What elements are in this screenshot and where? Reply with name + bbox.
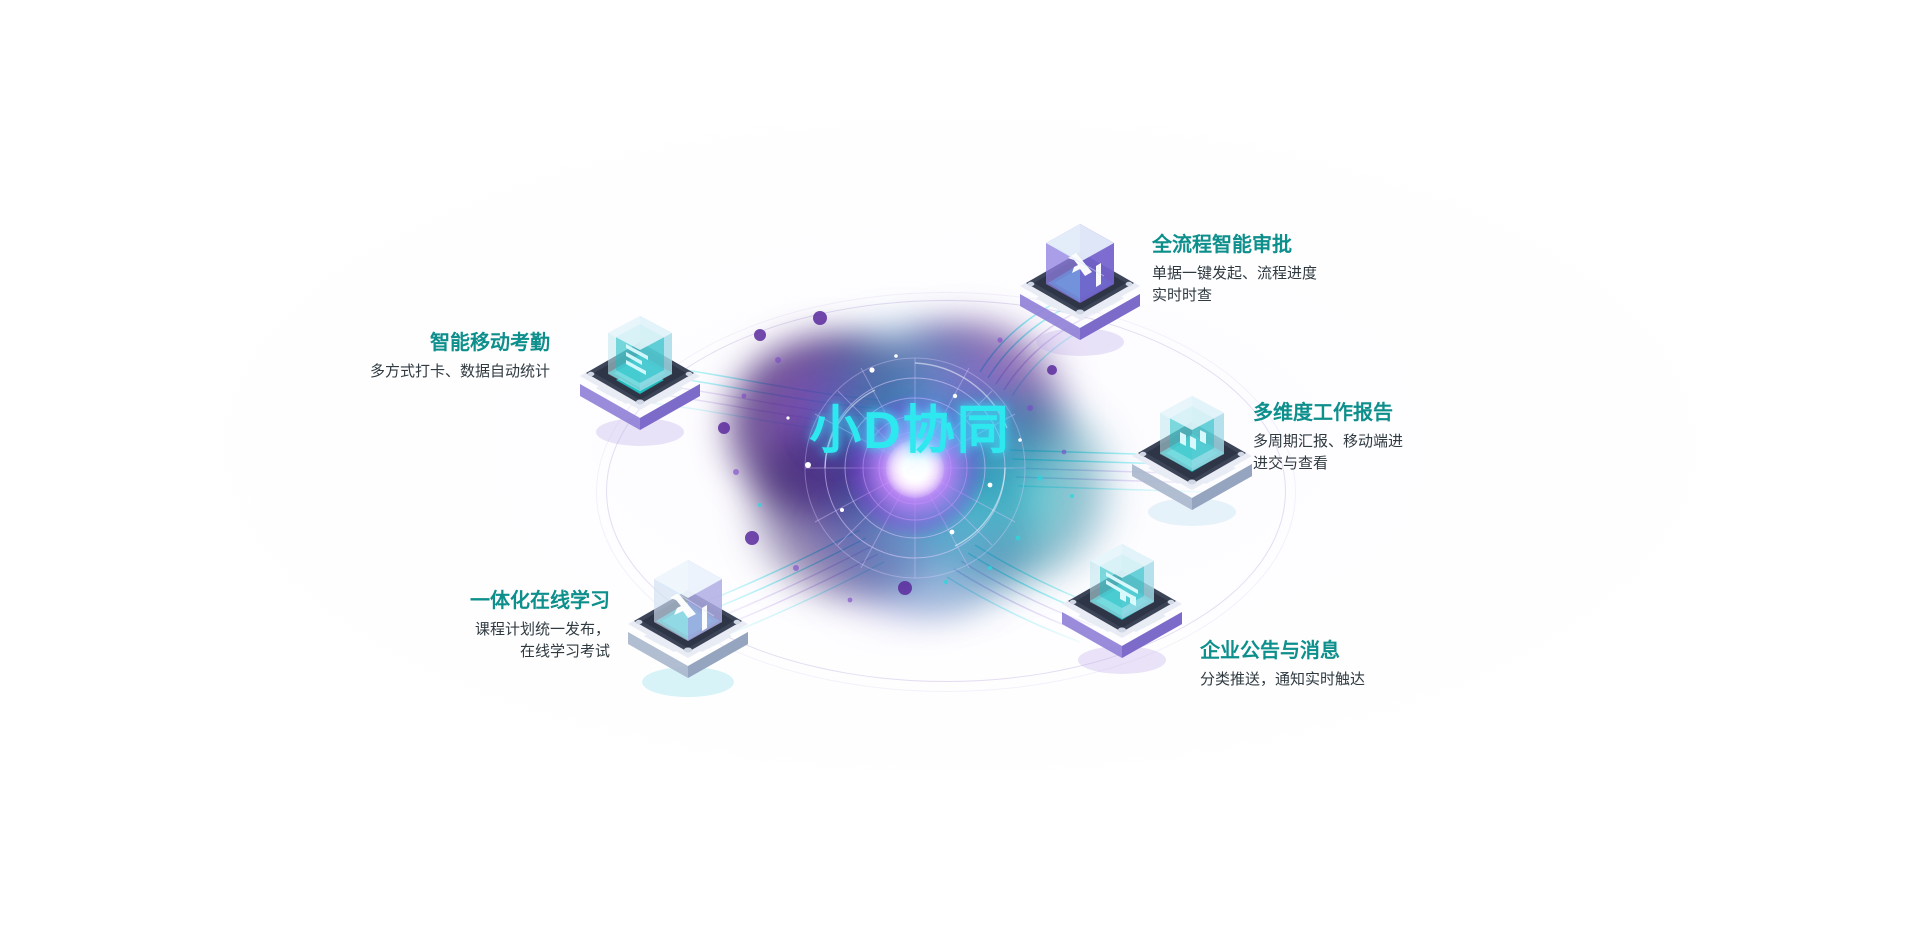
doc-glyph-icon (1106, 572, 1138, 606)
node-desc: 分类推送，通知实时触达 (1200, 671, 1366, 688)
label-multi-dimension-report: 多维度工作报告 多周期汇报、移动端进 进交与查看 (1253, 400, 1503, 475)
nebula-cloud (722, 334, 952, 524)
nebula-cloud (820, 450, 1050, 615)
core-flare-hot (886, 440, 944, 498)
node-title: 全流程智能审批 (1152, 234, 1292, 256)
label-full-process-approval: 全流程智能审批 单据一键发起、流程进度 实时时查 (1152, 232, 1412, 307)
nebula-cloud (796, 320, 1011, 470)
node-title: 多维度工作报告 (1253, 402, 1393, 424)
node-full-process-approval[interactable] (1000, 210, 1160, 370)
nebula-cloud (800, 495, 1020, 625)
label-enterprise-announcement: 企业公告与消息 分类推送，通知实时触达 (1200, 638, 1460, 691)
core-flare (845, 396, 985, 536)
nebula-cloud (740, 420, 955, 600)
center-wordmark: 小D协同 (809, 402, 1011, 460)
node-desc: 多周期汇报、移动端进 进交与查看 (1253, 433, 1404, 472)
label-integrated-online-learning: 一体化在线学习 课程计划统一发布， 在线学习考试 (330, 588, 610, 663)
node-enterprise-announcement[interactable] (1042, 528, 1202, 688)
node-title: 智能移动考勤 (430, 332, 550, 354)
label-smart-mobile-attendance: 智能移动考勤 多方式打卡、数据自动统计 (310, 330, 550, 383)
node-integrated-online-learning[interactable] (608, 548, 768, 708)
node-multi-dimension-report[interactable] (1112, 380, 1272, 540)
node-title: 一体化在线学习 (470, 590, 610, 612)
node-desc: 单据一键发起、流程进度 实时时查 (1152, 265, 1318, 304)
chart-glyph-icon (1180, 430, 1206, 450)
node-title: 企业公告与消息 (1200, 640, 1340, 662)
node-smart-mobile-attendance[interactable] (560, 300, 720, 460)
node-desc: 课程计划统一发布， 在线学习考试 (474, 621, 610, 660)
hud-rings-icon (804, 357, 1026, 579)
node-desc: 多方式打卡、数据自动统计 (369, 363, 550, 380)
